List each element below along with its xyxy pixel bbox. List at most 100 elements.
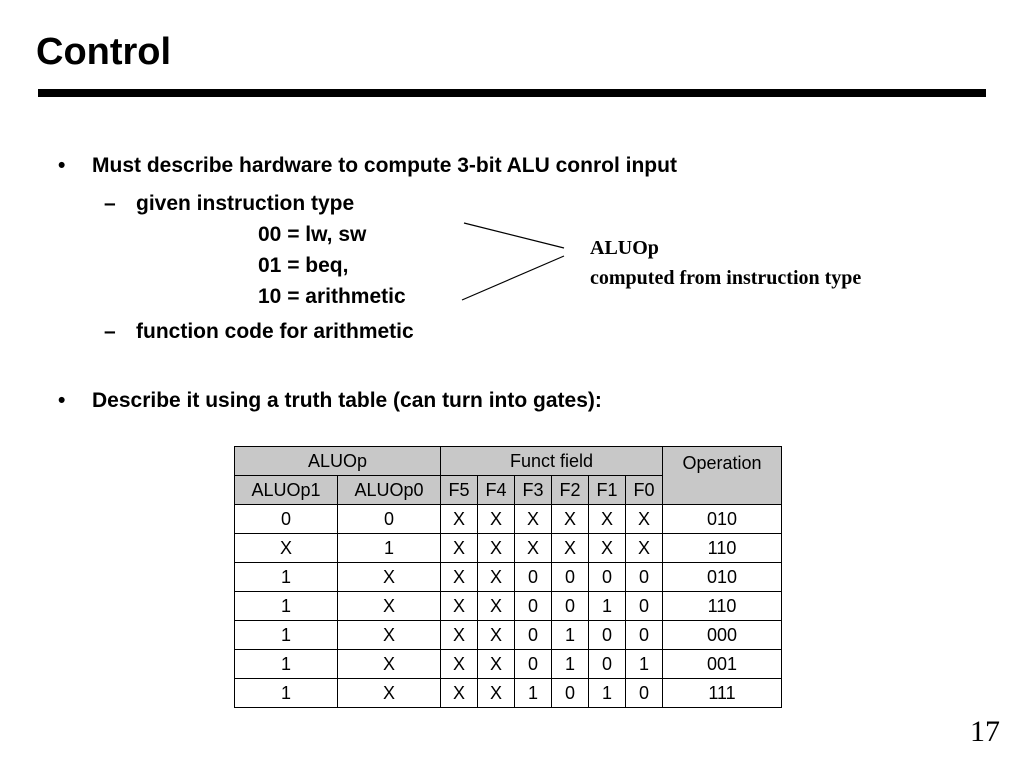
header-f3: F3	[514, 475, 552, 505]
header-f5: F5	[440, 475, 478, 505]
cell-aluop1: 1	[234, 620, 338, 650]
page-number: 17	[970, 715, 1000, 748]
bullet-mark: •	[58, 154, 66, 177]
header-aluop: ALUOp	[234, 446, 441, 476]
slide-title: Control	[36, 31, 172, 73]
cell-f5: X	[440, 591, 478, 621]
cell-operation: 010	[662, 562, 782, 592]
cell-f2: 0	[551, 591, 589, 621]
header-operation: Operation	[662, 446, 782, 505]
cell-f2: 1	[551, 620, 589, 650]
header-funct-field: Funct field	[440, 446, 663, 476]
cell-operation: 000	[662, 620, 782, 650]
cell-aluop0: X	[337, 562, 441, 592]
cell-f1: X	[588, 533, 626, 563]
cell-operation: 111	[662, 678, 782, 708]
cell-f2: X	[551, 533, 589, 563]
cell-f2: 1	[551, 649, 589, 679]
header-f4: F4	[477, 475, 515, 505]
cell-aluop0: 1	[337, 533, 441, 563]
bullet-text: Describe it using a truth table (can tur…	[92, 389, 602, 412]
cell-f5: X	[440, 620, 478, 650]
cell-f1: X	[588, 504, 626, 534]
bracket-upper-line	[463, 222, 565, 249]
cell-f4: X	[477, 533, 515, 563]
cell-f3: 0	[514, 649, 552, 679]
cell-operation: 110	[662, 533, 782, 563]
cell-f3: 0	[514, 620, 552, 650]
cell-aluop1: 1	[234, 591, 338, 621]
cell-aluop0: 0	[337, 504, 441, 534]
subbullet-text: given instruction type	[136, 192, 355, 215]
cell-f2: 0	[551, 562, 589, 592]
cell-f5: X	[440, 678, 478, 708]
cell-f0: 0	[625, 678, 663, 708]
cell-aluop0: X	[337, 620, 441, 650]
annotation-description: computed from instruction type	[590, 267, 862, 289]
header-f0: F0	[625, 475, 663, 505]
cell-f4: X	[477, 504, 515, 534]
header-f2: F2	[551, 475, 589, 505]
bullet-text: Must describe hardware to compute 3-bit …	[92, 154, 677, 177]
cell-f5: X	[440, 562, 478, 592]
cell-f3: X	[514, 504, 552, 534]
title-divider	[38, 89, 986, 97]
cell-f0: X	[625, 504, 663, 534]
cell-f4: X	[477, 649, 515, 679]
cell-aluop1: X	[234, 533, 338, 563]
cell-f4: X	[477, 620, 515, 650]
cell-f3: 0	[514, 591, 552, 621]
cell-aluop1: 1	[234, 678, 338, 708]
cell-f4: X	[477, 562, 515, 592]
cell-f1: 1	[588, 678, 626, 708]
truth-table: ALUOp Funct field Operation ALUOp1 ALUOp…	[234, 446, 782, 708]
cell-f4: X	[477, 591, 515, 621]
cell-f0: X	[625, 533, 663, 563]
cell-operation: 001	[662, 649, 782, 679]
cell-f0: 0	[625, 562, 663, 592]
cell-aluop0: X	[337, 591, 441, 621]
cell-f0: 0	[625, 591, 663, 621]
header-aluop1: ALUOp1	[234, 475, 338, 505]
code-line-arithmetic: 10 = arithmetic	[258, 285, 406, 308]
cell-aluop1: 0	[234, 504, 338, 534]
cell-f3: 0	[514, 562, 552, 592]
cell-f0: 0	[625, 620, 663, 650]
cell-aluop0: X	[337, 649, 441, 679]
cell-f1: 1	[588, 591, 626, 621]
cell-f5: X	[440, 649, 478, 679]
cell-f4: X	[477, 678, 515, 708]
cell-f2: X	[551, 504, 589, 534]
code-line-lw-sw: 00 = lw, sw	[258, 223, 367, 246]
bracket-lower-line	[461, 255, 565, 301]
cell-f1: 0	[588, 562, 626, 592]
cell-f1: 0	[588, 620, 626, 650]
bracket-connector	[461, 222, 565, 301]
annotation-aluop: ALUOp	[590, 237, 659, 259]
subbullet-mark: –	[104, 192, 116, 215]
cell-operation: 110	[662, 591, 782, 621]
cell-f3: X	[514, 533, 552, 563]
bullet-mark: •	[58, 389, 66, 412]
cell-f2: 0	[551, 678, 589, 708]
header-aluop0: ALUOp0	[337, 475, 441, 505]
subbullet-mark: –	[104, 320, 116, 343]
cell-f1: 0	[588, 649, 626, 679]
cell-f5: X	[440, 504, 478, 534]
cell-f0: 1	[625, 649, 663, 679]
subbullet-text: function code for arithmetic	[136, 320, 414, 343]
cell-aluop1: 1	[234, 562, 338, 592]
cell-f5: X	[440, 533, 478, 563]
header-f1: F1	[588, 475, 626, 505]
cell-f3: 1	[514, 678, 552, 708]
cell-operation: 010	[662, 504, 782, 534]
code-line-beq: 01 = beq,	[258, 254, 349, 277]
